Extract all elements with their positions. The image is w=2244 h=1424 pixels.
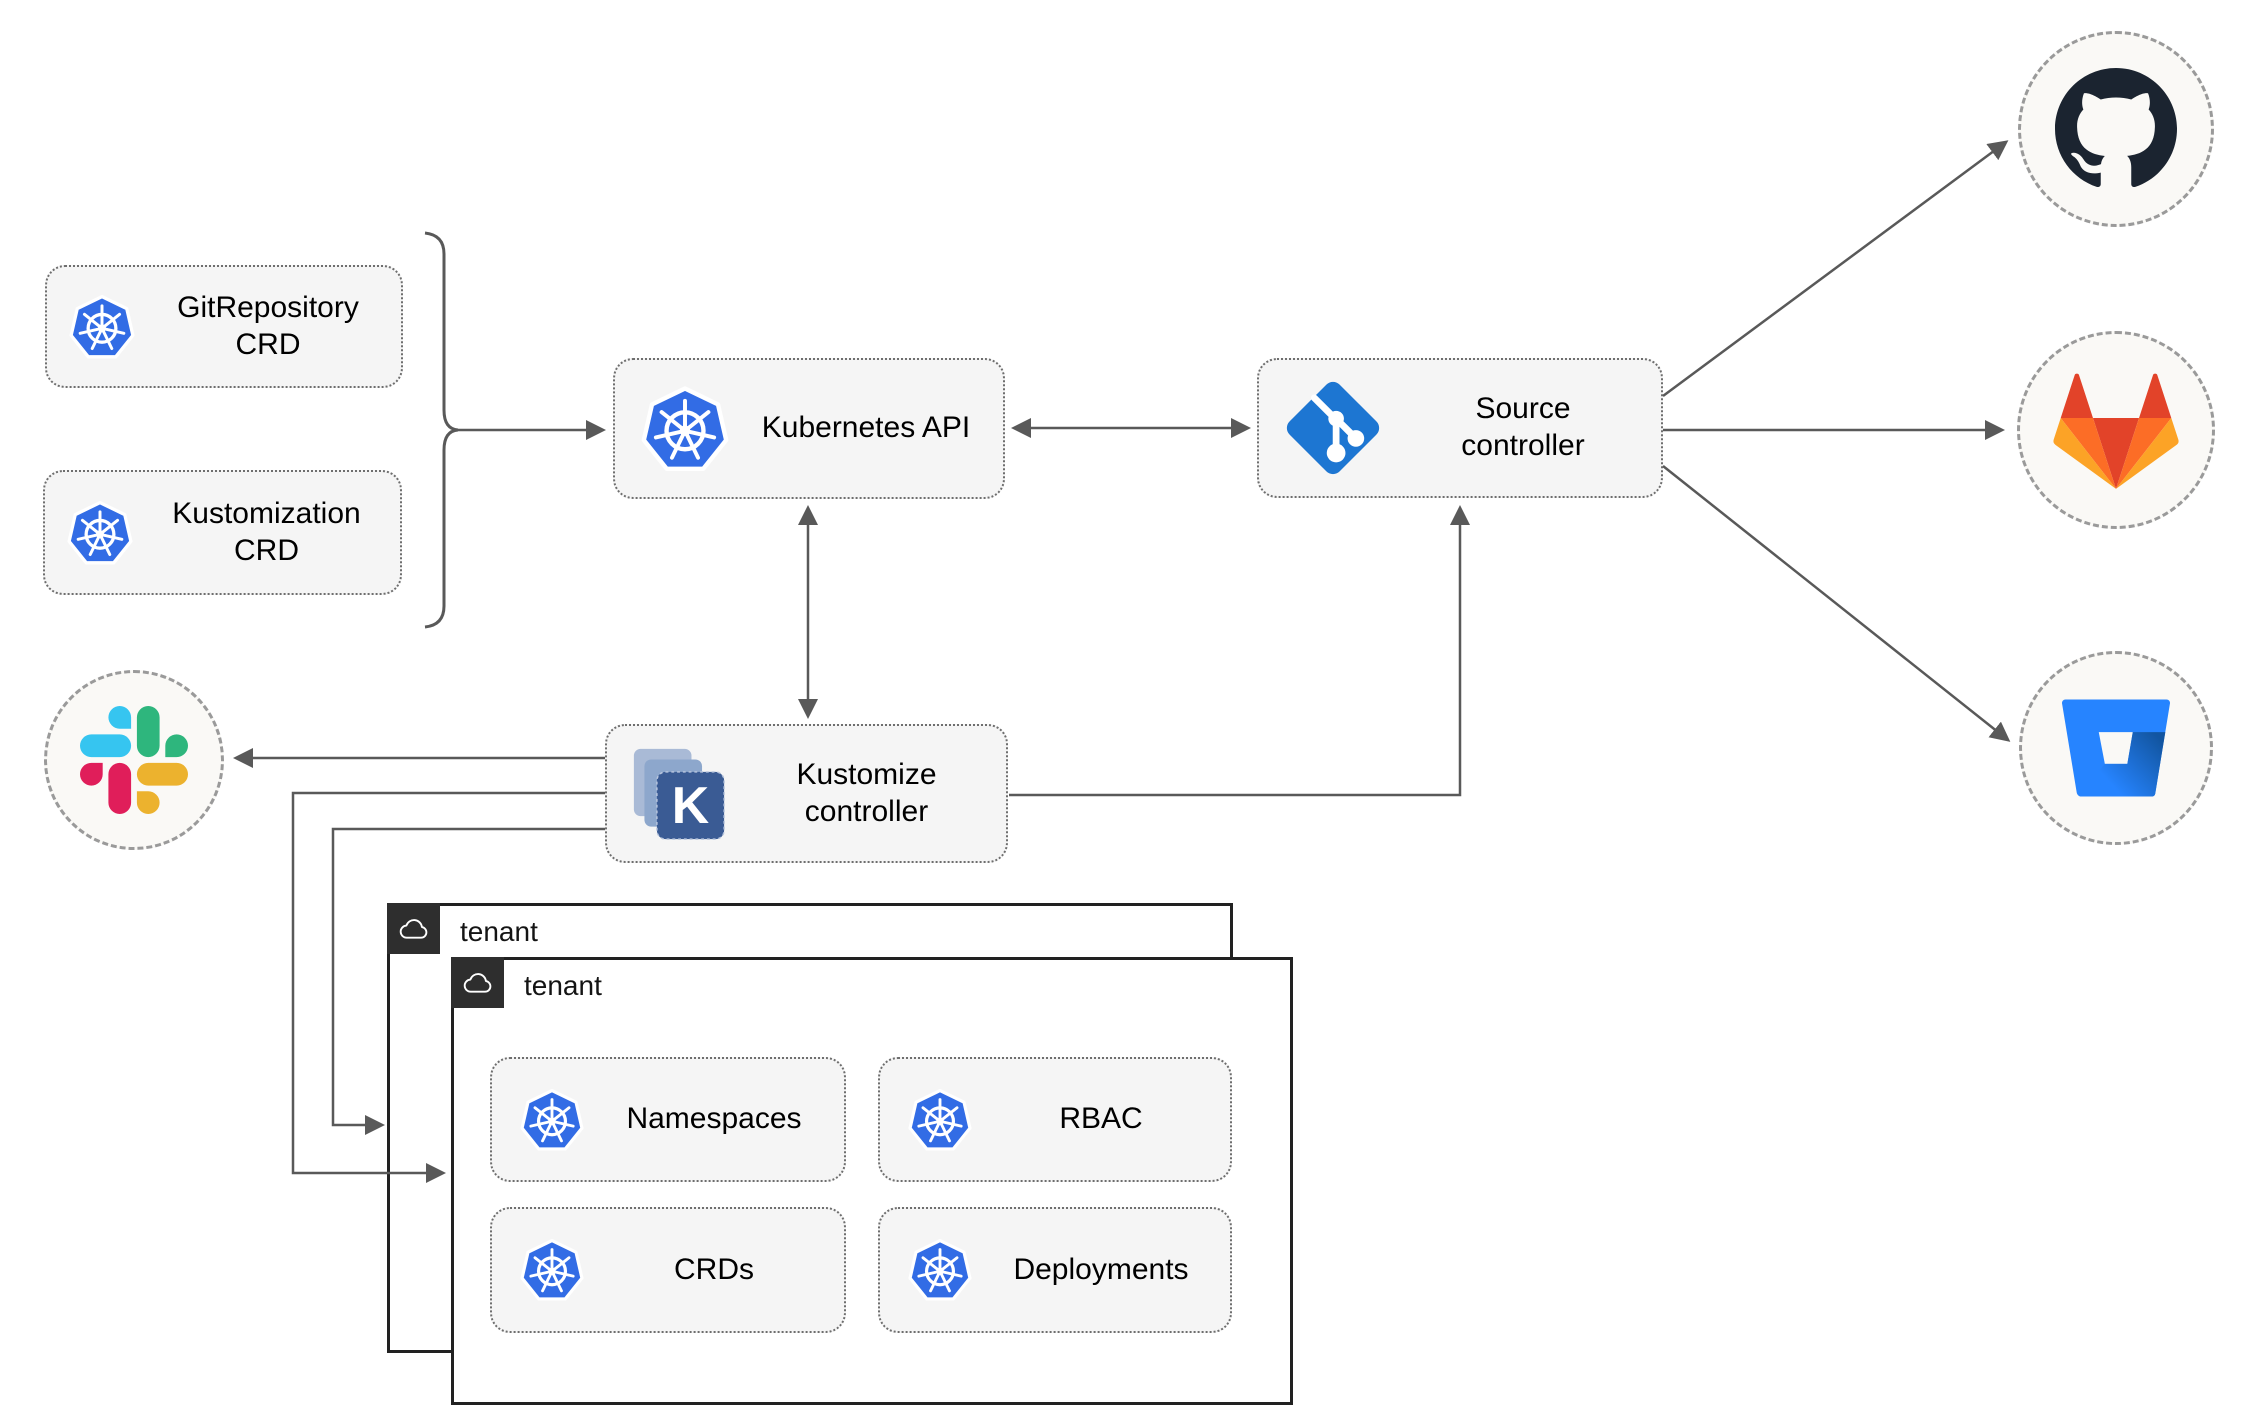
bitbucket-icon [2062, 694, 2170, 802]
tenant-label: tenant [524, 970, 602, 1001]
tenant-label: tenant [460, 916, 538, 947]
cloud-icon [460, 967, 496, 999]
kubernetes-icon [69, 294, 135, 360]
node-label: RBAC [1059, 1102, 1143, 1136]
bitbucket-node [2019, 651, 2213, 845]
node-kubernetes-api: Kubernetes API [613, 358, 1005, 499]
git-icon [1281, 376, 1385, 480]
github-icon [2055, 68, 2177, 190]
edge-source-to-bitbucket [1662, 465, 2011, 742]
kubernetes-icon [908, 1088, 972, 1152]
kubernetes-icon [520, 1238, 584, 1302]
node-crds: CRDs [490, 1207, 846, 1333]
edge-kustomize-to-source [1009, 505, 1470, 797]
node-kustomization-crd: Kustomization CRD [43, 470, 402, 595]
cloud-icon [396, 913, 432, 945]
kustomize-icon [631, 746, 727, 842]
kubernetes-icon [908, 1238, 972, 1302]
node-kustomize-controller: Kustomize controller [605, 724, 1008, 863]
gitlab-node [2017, 331, 2215, 529]
node-label: CRDs [674, 1252, 754, 1286]
node-namespaces: Namespaces [490, 1057, 846, 1182]
node-label: Kustomize controller [796, 757, 937, 828]
node-gitrepository-crd: GitRepository CRD [45, 265, 403, 388]
tenant-tab [451, 957, 504, 1008]
slack-icon [80, 706, 188, 814]
brace-crd-group [424, 231, 459, 629]
node-label: Source controller [1461, 392, 1585, 462]
node-label: Kubernetes API [761, 411, 971, 445]
node-deployments: Deployments [878, 1207, 1232, 1333]
kubernetes-icon [520, 1088, 584, 1152]
kubernetes-icon [641, 385, 729, 473]
node-label: Namespaces [626, 1102, 802, 1136]
tenant-tab [387, 903, 440, 954]
node-label: GitRepository CRD [177, 290, 359, 361]
edge-source-to-github [1662, 140, 2009, 398]
slack-node [44, 670, 224, 850]
kubernetes-icon [67, 500, 133, 566]
node-rbac: RBAC [878, 1057, 1232, 1182]
node-label: Deployments [1013, 1252, 1189, 1286]
gitlab-icon [2041, 355, 2191, 505]
node-source-controller: Source controller [1257, 358, 1663, 498]
node-label: Kustomization CRD [172, 496, 361, 567]
github-node [2018, 31, 2214, 227]
